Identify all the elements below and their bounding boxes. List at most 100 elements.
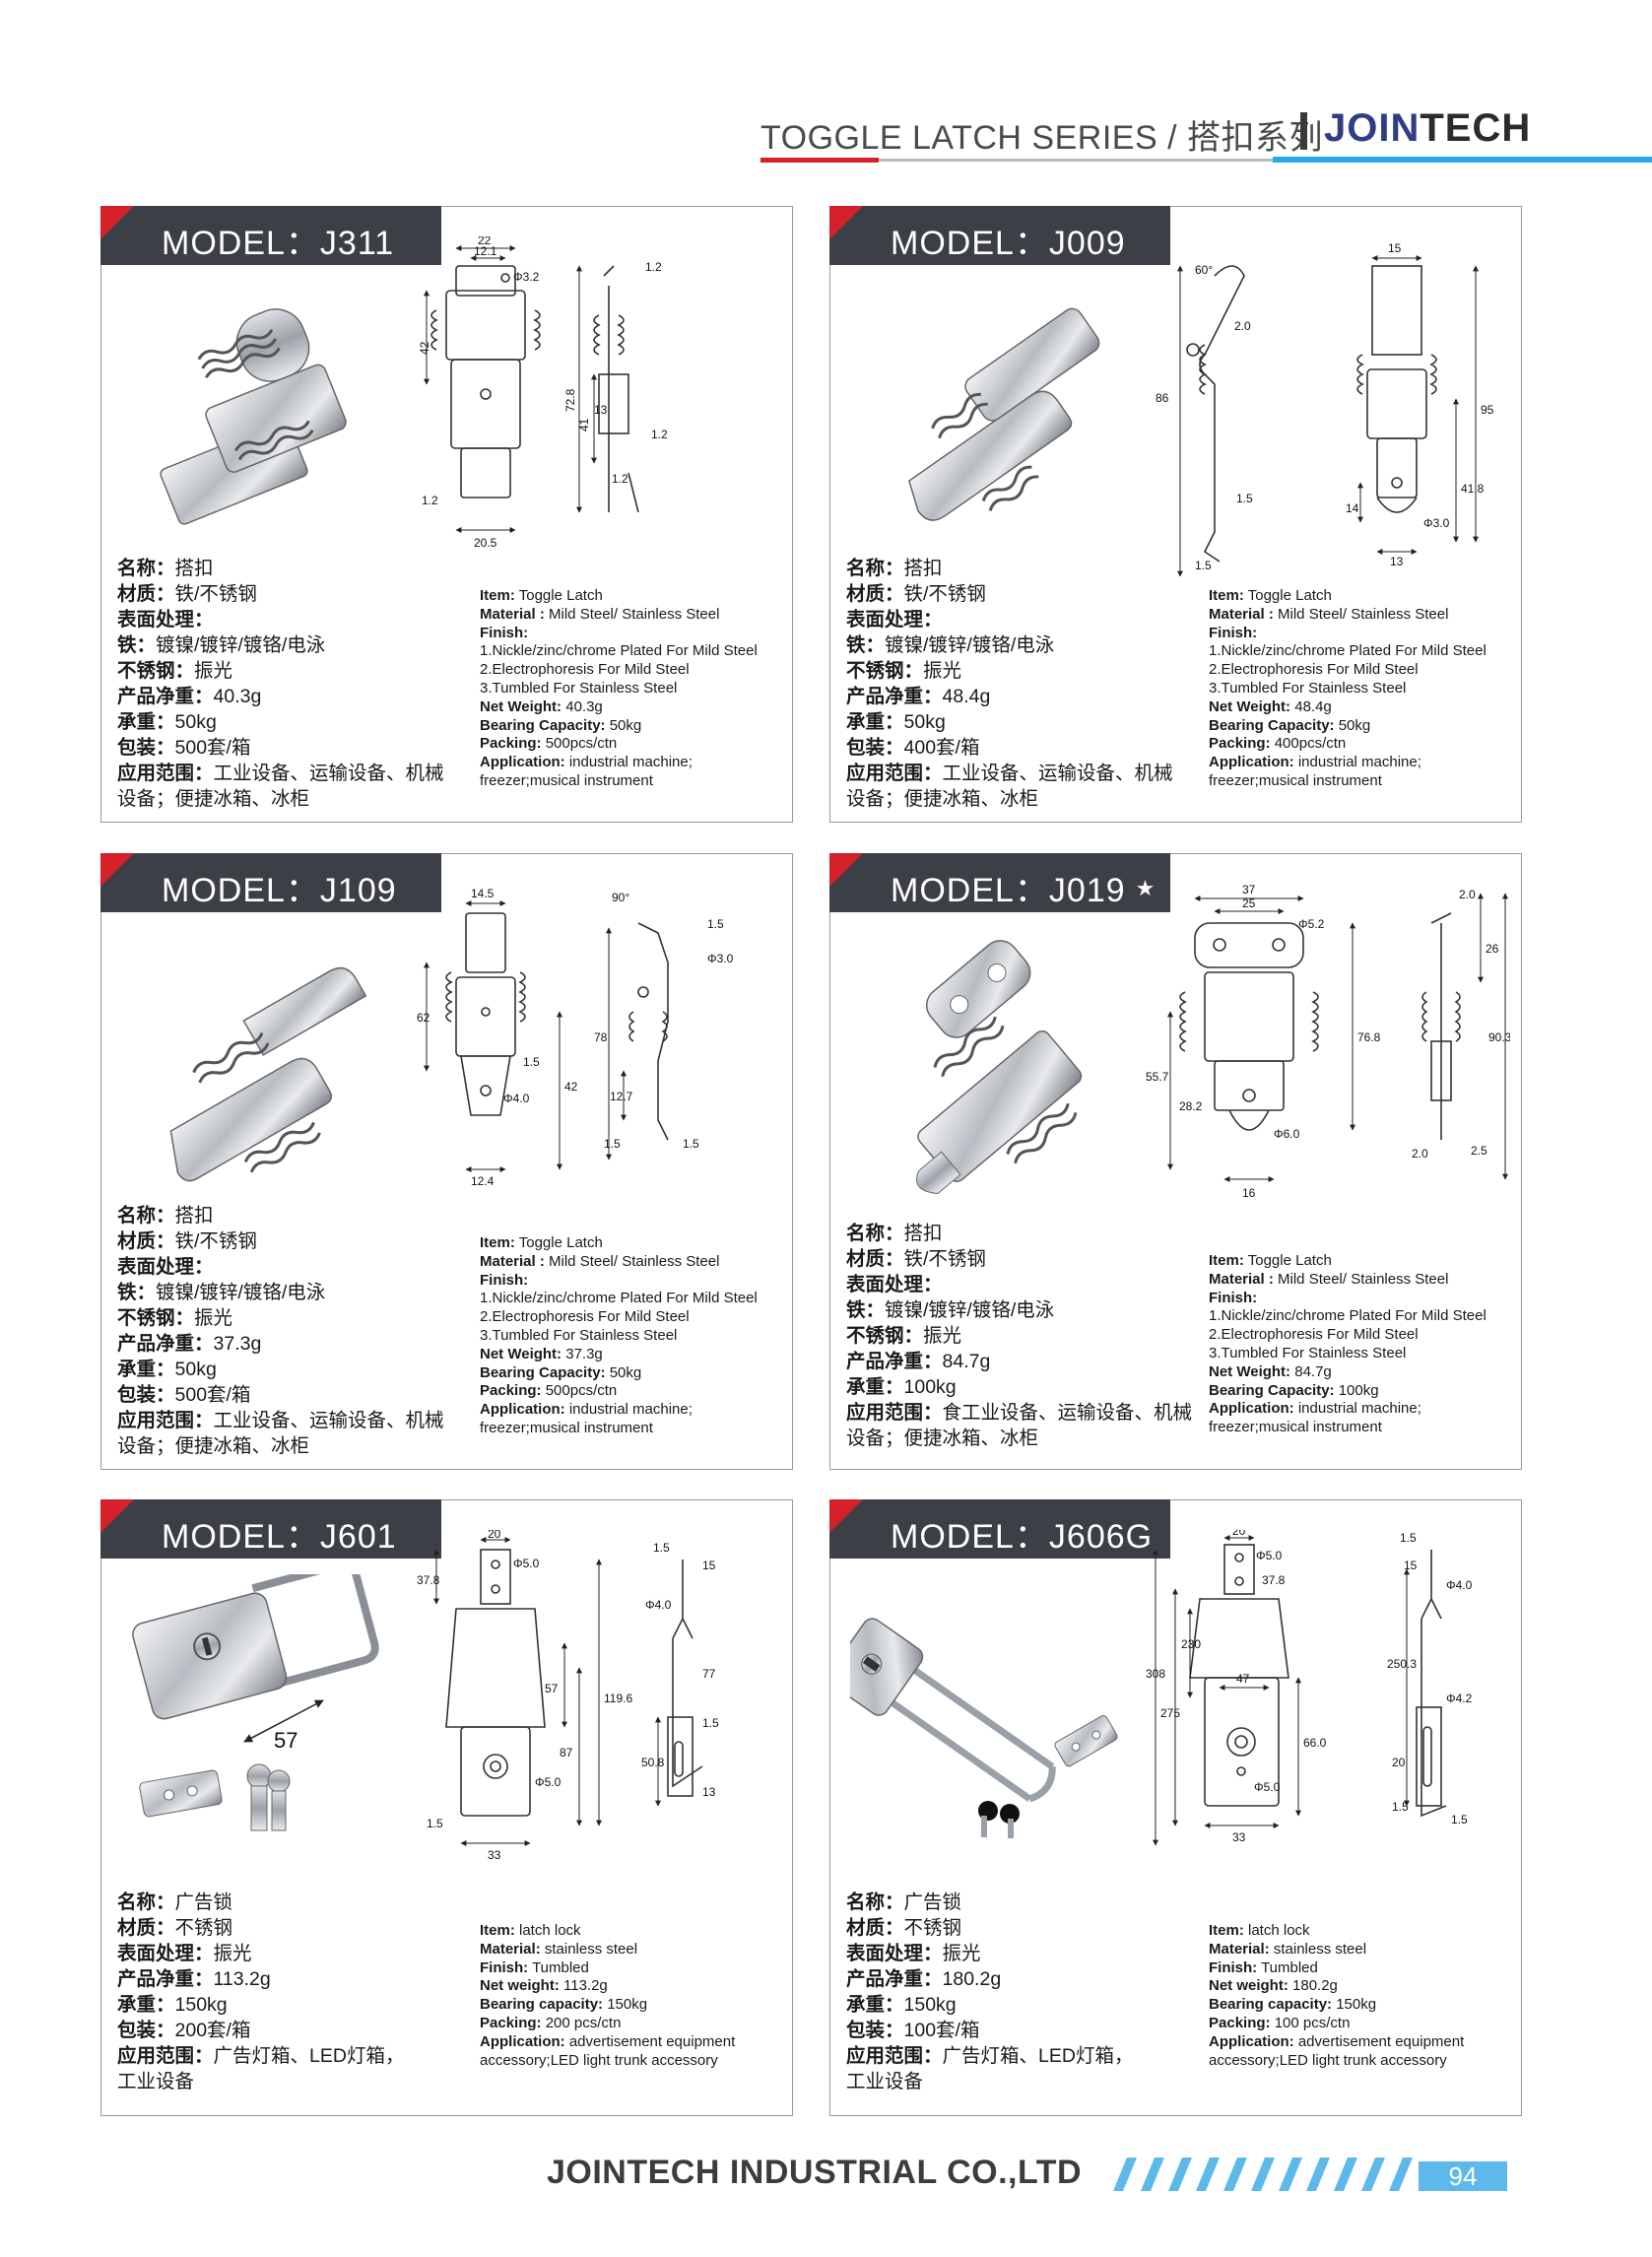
footer-stripes — [1113, 2157, 1413, 2191]
dim-label: 57 — [545, 1682, 559, 1695]
dim-label: 20 — [1392, 1756, 1406, 1769]
spec-value: 铁/不锈钢 — [903, 1248, 986, 1270]
spec-key: Material : — [1209, 605, 1274, 623]
spec-value: Toggle Latch — [1243, 587, 1332, 604]
spec-key: 产品净重： — [117, 686, 214, 707]
spec-value: 40.3g — [213, 686, 262, 707]
model-label: MODEL：J009 — [891, 225, 1126, 262]
model-tab: MODEL：J311 — [100, 206, 441, 265]
spec-value: 150kg — [603, 1996, 648, 2014]
spec-key: 包装： — [117, 1384, 175, 1406]
spec-key: 名称： — [846, 558, 904, 579]
dim-label: Φ4.0 — [1446, 1578, 1473, 1592]
spec-value: 400套/箱 — [903, 737, 980, 759]
dim-label: 1.5 — [653, 1541, 670, 1555]
dim-label: 1.2 — [645, 260, 662, 274]
spec-value: 工业设备、运输设备、机械 — [942, 763, 1173, 784]
dim-label: Φ4.2 — [1446, 1692, 1473, 1705]
spec-value: 400pcs/ctn — [1270, 735, 1347, 753]
spec-key: Finish: — [1209, 1289, 1258, 1306]
spec-value: Mild Steel/ Stainless Steel — [1273, 1270, 1449, 1288]
dim-label: 250.3 — [1387, 1657, 1417, 1671]
dim-label: 1.5 — [604, 1137, 621, 1151]
spec-key: Bearing capacity: — [480, 1996, 604, 2014]
spec-value: 40.3g — [562, 697, 603, 715]
dim-label: 26 — [1486, 942, 1499, 956]
spec-value: 广告锁 — [174, 1892, 233, 1913]
spec-value: 镀镍/镀锌/镀铬/电泳 — [885, 1299, 1055, 1321]
spec-key: Item: — [1209, 587, 1244, 604]
spec-key: Item: — [1209, 1252, 1244, 1269]
model-tab: MODEL：J606G — [829, 1499, 1170, 1559]
spec-value: 500套/箱 — [174, 1384, 251, 1406]
spec-value: industrial machine; freezer;musical inst… — [480, 1401, 693, 1436]
dim-label: 87 — [560, 1746, 573, 1759]
photo-dim-label: 57 — [274, 1728, 297, 1753]
spec-value: 50kg — [1334, 716, 1371, 734]
spec-key: 承重： — [846, 1994, 904, 2016]
spec-value: 150kg — [903, 1994, 957, 2016]
dim-label: 72.8 — [563, 388, 577, 412]
spec-key: 包装： — [117, 737, 175, 759]
technical-drawing: 37 25 Φ5.2 2.0 26 76.8 90.3 55.7 28.2 Φ6… — [1146, 884, 1510, 1200]
product-photo: 57 — [132, 1574, 379, 1831]
spec-key: 材质： — [846, 583, 904, 605]
dim-label: 2.0 — [1412, 1147, 1428, 1161]
spec-value: 振光 — [194, 660, 233, 682]
dim-label: 90.3 — [1488, 1030, 1510, 1044]
spec-value: 工业设备、运输设备、机械 — [213, 763, 444, 784]
dim-label: 20.5 — [474, 536, 497, 550]
spec-value: stainless steel — [1269, 1940, 1367, 1958]
spec-key: Bearing Capacity: — [1209, 716, 1335, 734]
dim-label: 76.8 — [1357, 1030, 1381, 1044]
dim-label: 50.8 — [641, 1756, 665, 1769]
spec-chinese: 名称：搭扣 材质：铁/不锈钢 表面处理： 铁：镀镍/镀锌/镀铬/电泳 不锈钢：振… — [117, 1203, 444, 1459]
spec-value: 镀镍/镀锌/镀铬/电泳 — [885, 634, 1055, 656]
spec-value: stainless steel — [540, 1940, 638, 1958]
dim-label: 86 — [1156, 391, 1169, 405]
spec-key: Application: — [480, 1401, 565, 1419]
spec-value: 2.Electrophoresis For Mild Steel — [1209, 661, 1419, 679]
spec-key: Material : — [480, 1252, 545, 1270]
spec-value: 广告灯箱、LED灯箱， — [942, 2045, 1134, 2067]
spec-value: 广告灯箱、LED灯箱， — [213, 2045, 405, 2067]
dim-label: 1.5 — [1400, 1531, 1417, 1545]
dim-label: 33 — [488, 1848, 501, 1862]
dim-label: Φ5.2 — [1298, 917, 1325, 931]
dim-label: 25 — [1242, 896, 1256, 910]
spec-value: industrial machine; freezer;musical inst… — [1209, 1400, 1421, 1436]
dim-label: 60° — [1195, 263, 1213, 277]
spec-chinese: 名称：广告锁 材质：不锈钢 表面处理：振光 产品净重：113.2g 承重：150… — [117, 1890, 404, 2094]
dim-label: 15 — [1388, 241, 1402, 255]
dim-label: 20 — [488, 1530, 501, 1541]
model-label: MODEL：J601 — [162, 1518, 397, 1556]
spec-key: Net weight: — [1209, 1977, 1289, 1995]
spec-value: Toggle Latch — [514, 587, 603, 604]
spec-key: 表面处理： — [117, 1256, 214, 1278]
spec-key: Bearing Capacity: — [480, 1363, 606, 1381]
spec-value: 50kg — [174, 1359, 217, 1380]
spec-key: Finish: — [1209, 1958, 1258, 1976]
dim-label: 1.2 — [612, 472, 628, 486]
dim-label: 12.1 — [474, 244, 497, 258]
spec-key: Net Weight: — [1209, 697, 1291, 715]
dim-label: 119.6 — [604, 1692, 632, 1705]
spec-key: 承重： — [117, 711, 175, 733]
spec-key: 铁： — [846, 1299, 886, 1321]
spec-key: 铁： — [117, 1282, 157, 1303]
dim-label: 1.2 — [651, 428, 668, 441]
page-number: 94 — [1419, 2161, 1507, 2191]
spec-value: 84.7g — [1290, 1362, 1332, 1380]
spec-key: 应用范围： — [846, 763, 943, 784]
spec-key: Application: — [480, 2032, 565, 2050]
spec-key: 表面处理： — [846, 1274, 943, 1295]
spec-key: Item: — [480, 1234, 515, 1251]
dim-label: 13 — [1390, 555, 1404, 568]
dim-label: 66.0 — [1303, 1736, 1327, 1750]
spec-chinese: 名称：搭扣 材质：铁/不锈钢 表面处理： 铁：镀镍/镀锌/镀铬/电泳 不锈钢：振… — [117, 556, 444, 812]
spec-value: 3.Tumbled For Stainless Steel — [1209, 1344, 1407, 1361]
spec-key: 产品净重： — [846, 1968, 943, 1990]
spec-key: Finish: — [480, 1958, 529, 1976]
product-photo — [916, 940, 1083, 1194]
dim-label: Φ4.0 — [645, 1598, 672, 1612]
